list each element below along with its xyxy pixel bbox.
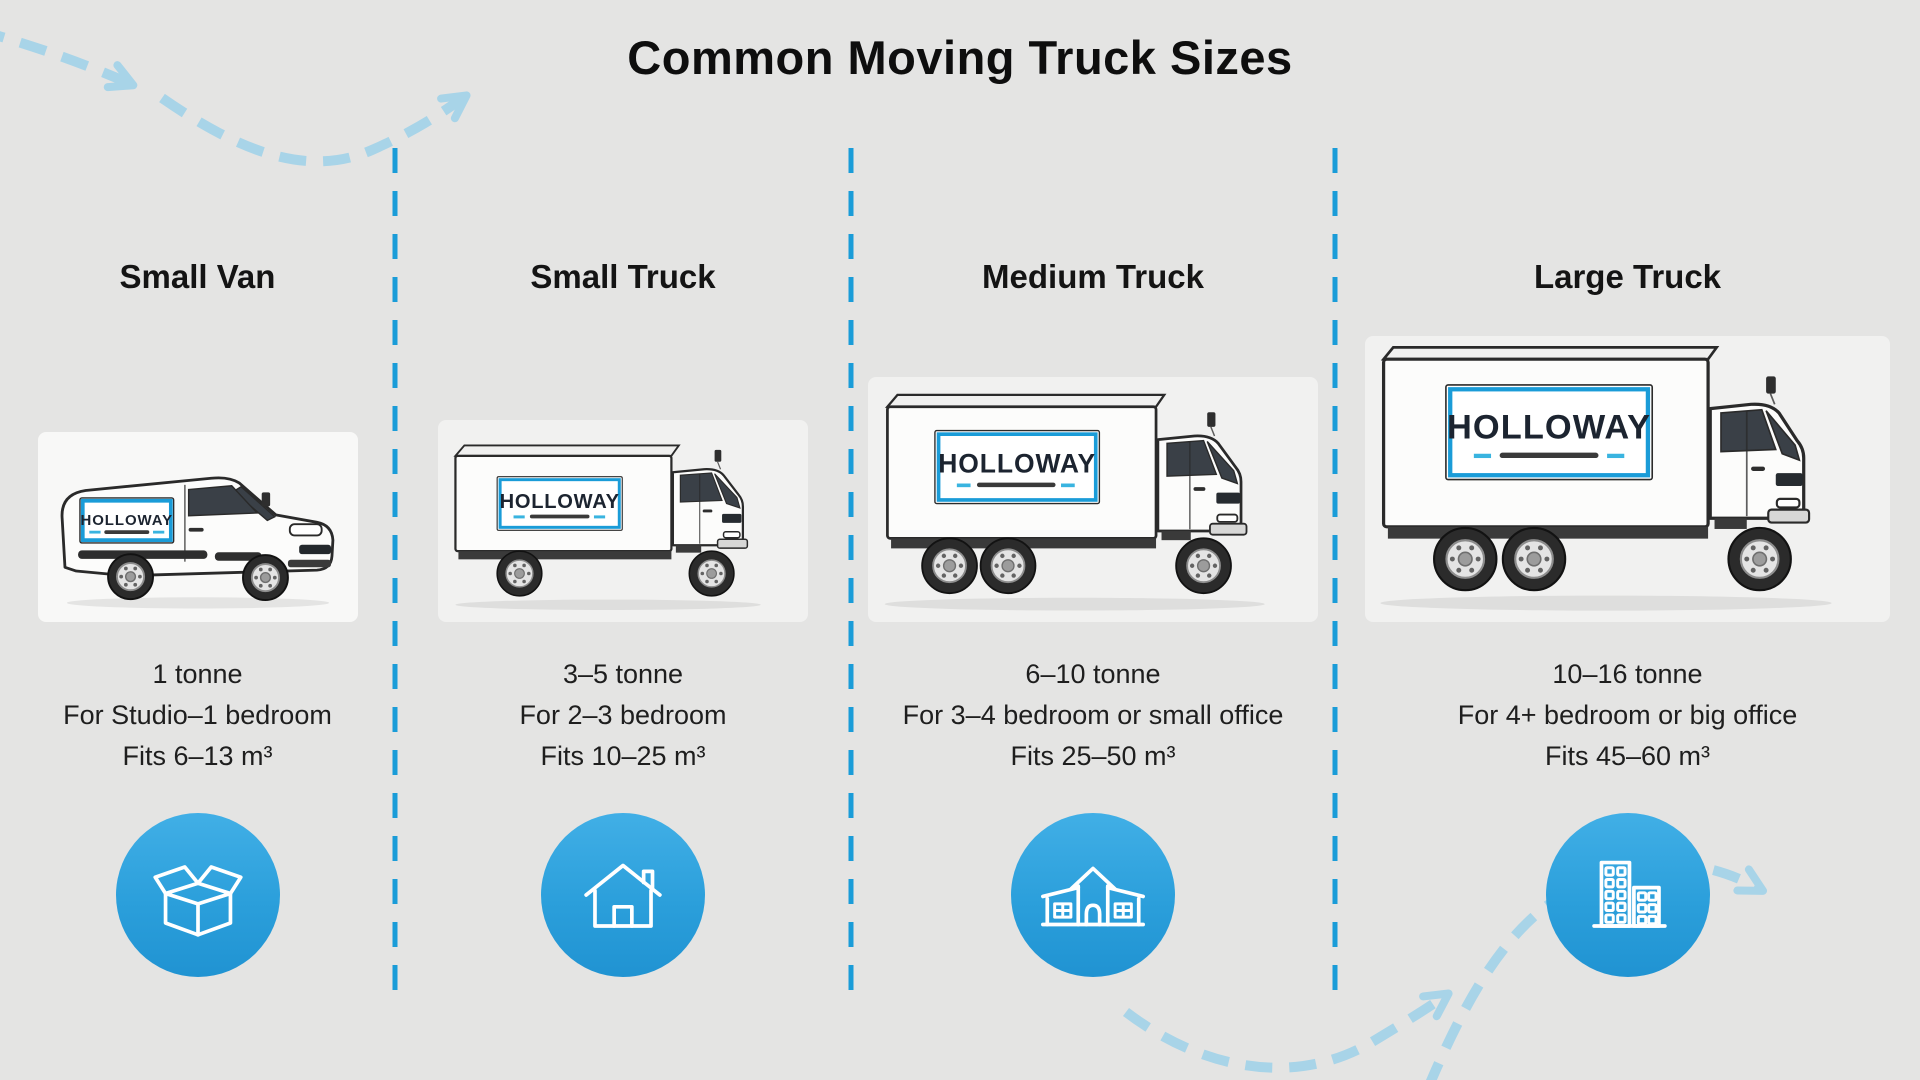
open-box-icon [115, 813, 280, 977]
truck-logo-text: HOLLOWAY [938, 449, 1096, 479]
spec-tonnage: 1 tonne [152, 659, 243, 689]
column-medium-truck: Medium Truck [851, 140, 1335, 1080]
vehicle-specs: 3–5 tonne For 2–3 bedroom Fits 10–25 m³ [519, 654, 726, 777]
truck-logo-text: HOLLOWAY [500, 491, 620, 513]
vehicle-specs: 1 tonne For Studio–1 bedroom Fits 6–13 m… [63, 654, 332, 777]
medium-box-truck-illustration: HOLLOWAY [884, 393, 1265, 611]
decorative-arrow-top-left-curve [159, 91, 471, 167]
truck-logo-text: HOLLOWAY [1447, 409, 1651, 447]
page-title: Common Moving Truck Sizes [627, 31, 1293, 84]
columns-row: Small Van [0, 140, 1920, 1080]
decorative-arrow-behind-circle [1426, 858, 1768, 1080]
spec-capacity: For Studio–1 bedroom [63, 700, 332, 730]
spec-tonnage: 10–16 tonne [1552, 659, 1703, 689]
column-small-truck: Small Truck [395, 140, 851, 1080]
spec-tonnage: 6–10 tonne [1025, 659, 1161, 689]
office-buildings-icon [1545, 813, 1710, 977]
spec-capacity: For 2–3 bedroom [519, 700, 727, 730]
spec-capacity: For 3–4 bedroom or small office [902, 700, 1284, 730]
vehicle-specs: 10–16 tonne For 4+ bedroom or big office… [1458, 654, 1797, 777]
column-title: Small Van [119, 258, 276, 295]
large-house-icon [1011, 813, 1175, 977]
house-icon [541, 813, 705, 977]
spec-volume: Fits 6–13 m³ [122, 741, 273, 771]
large-box-truck-illustration: HOLLOWAY [1380, 346, 1832, 611]
decorative-arrow-top-left-short [0, 31, 138, 92]
column-title: Large Truck [1533, 258, 1722, 295]
small-box-truck-illustration: HOLLOWAY [453, 444, 761, 610]
column-large-truck: Large Truck [1335, 140, 1920, 1080]
spec-capacity: For 4+ bedroom or big office [1457, 700, 1798, 730]
column-title: Medium Truck [982, 258, 1204, 295]
column-title: Small Truck [530, 258, 716, 295]
spec-tonnage: 3–5 tonne [562, 659, 684, 689]
small-van-illustration: HOLLOWAY [60, 476, 334, 609]
spec-volume: Fits 25–50 m³ [1010, 741, 1176, 771]
truck-logo-text: HOLLOWAY [80, 512, 173, 529]
spec-volume: Fits 45–60 m³ [1544, 741, 1711, 771]
vehicle-specs: 6–10 tonne For 3–4 bedroom or small offi… [903, 654, 1284, 777]
column-small-van: Small Van [0, 140, 395, 1080]
spec-volume: Fits 10–25 m³ [540, 741, 706, 771]
decorative-arrow-bottom-curve [1122, 989, 1453, 1073]
